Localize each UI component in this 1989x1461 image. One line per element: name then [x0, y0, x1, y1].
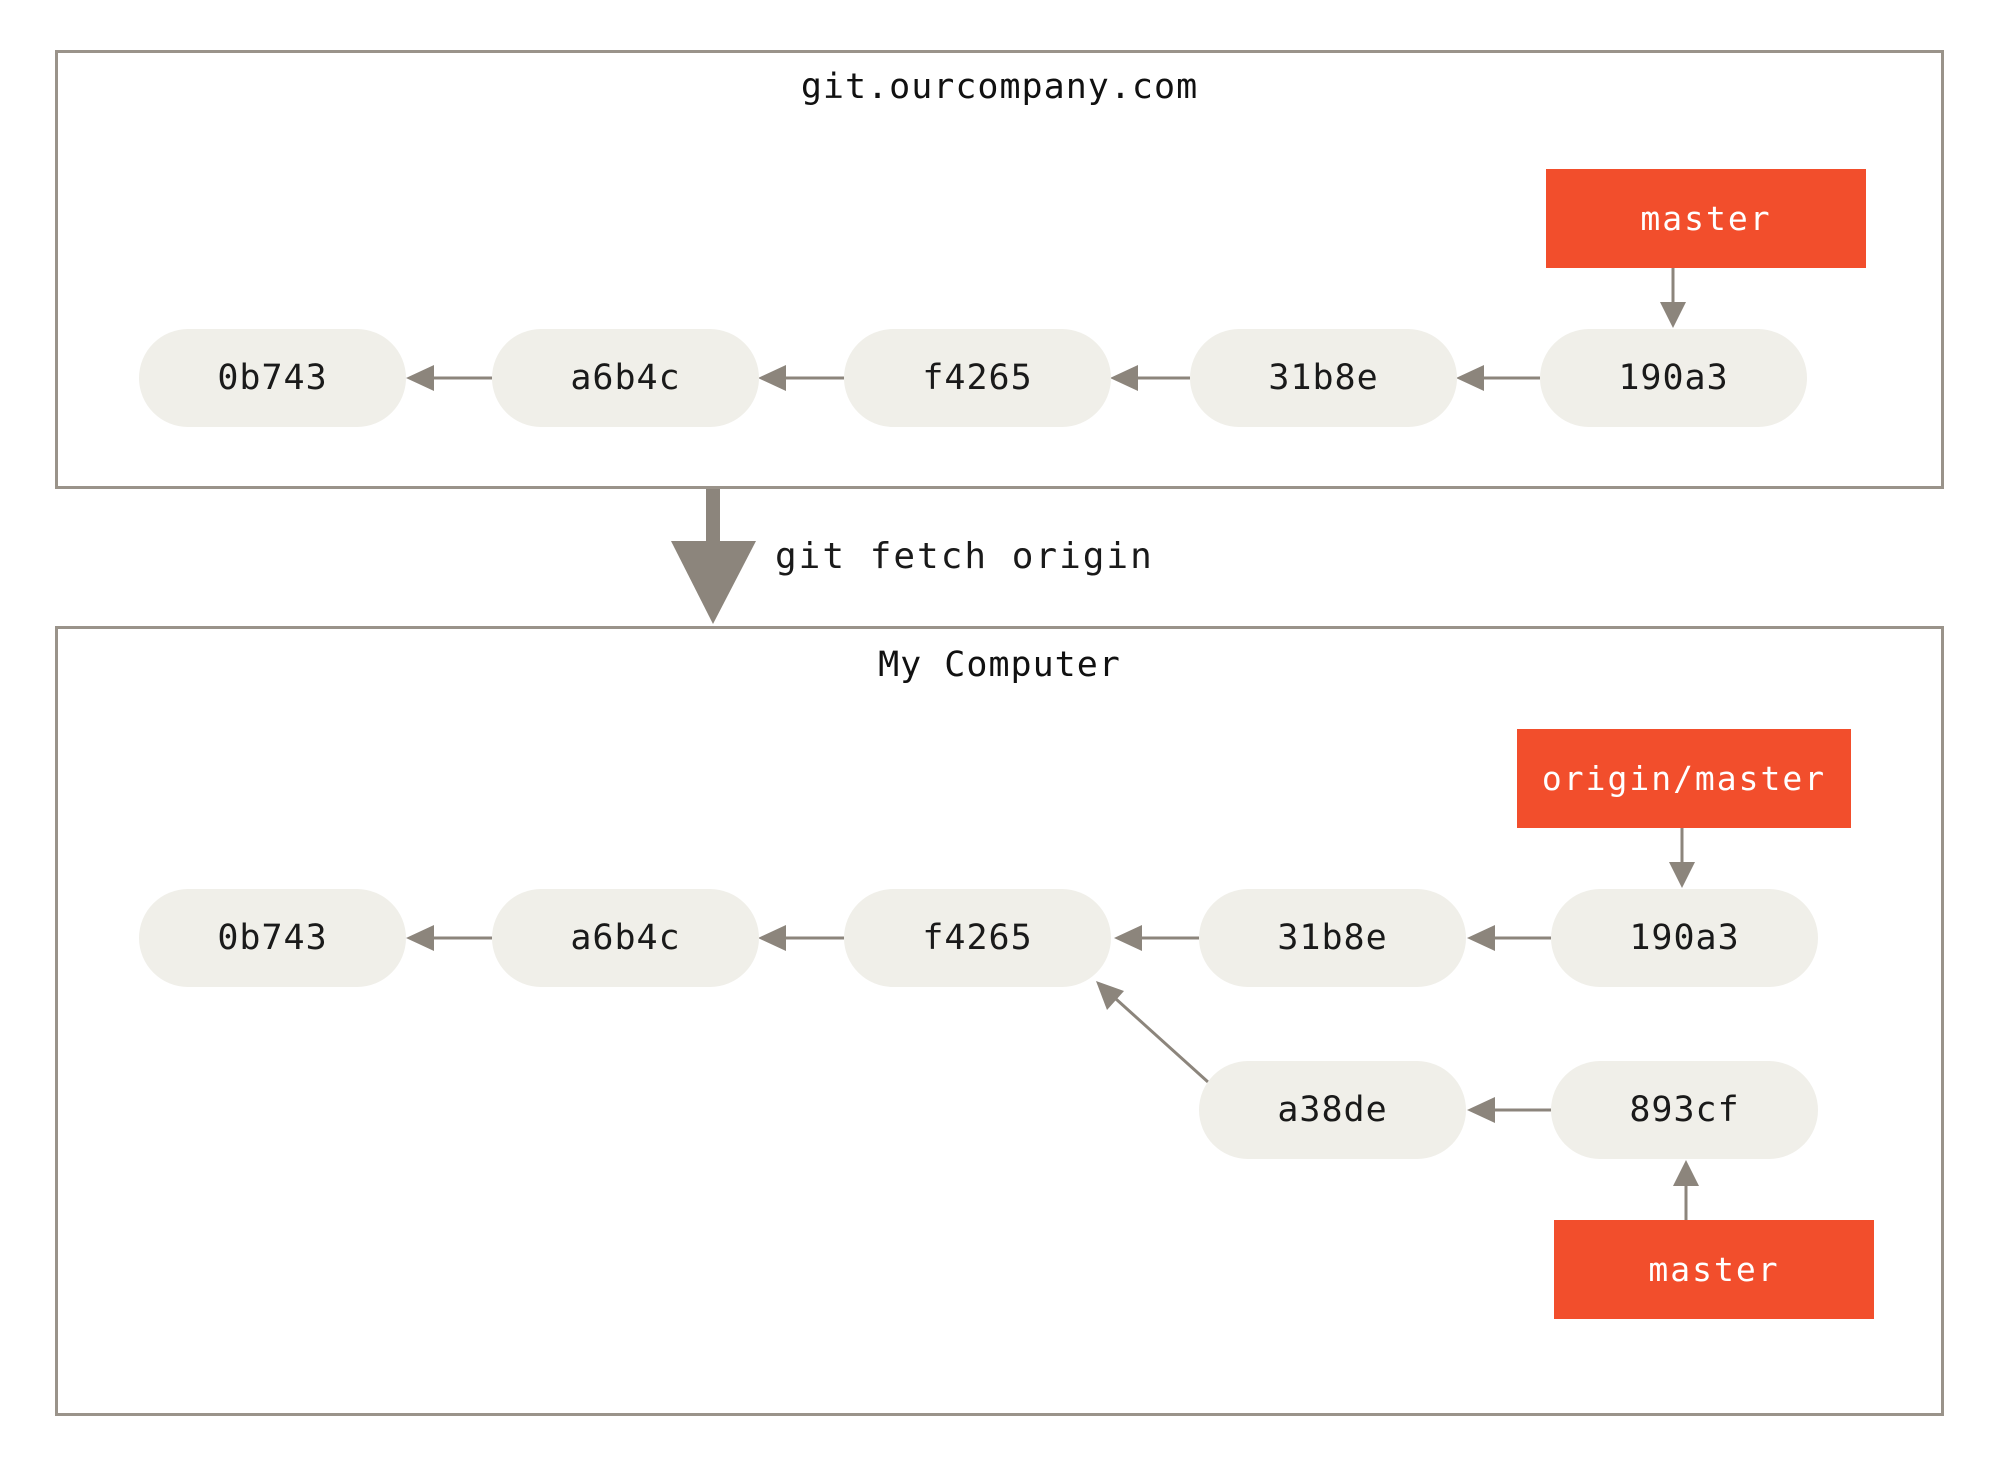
- arrowhead-origin-master: [1669, 862, 1695, 888]
- fetch-command-label: git fetch origin: [775, 536, 1154, 577]
- arrowhead-remote-master: [1660, 302, 1686, 328]
- local-commit-0b743: 0b743: [139, 889, 406, 987]
- remote-master-branch: master: [1546, 169, 1866, 268]
- local-master-branch: master: [1554, 1220, 1874, 1319]
- remote-commit-f4265: f4265: [844, 329, 1111, 427]
- arrowhead-local-master: [1673, 1160, 1699, 1186]
- arrowhead-local-f4265: [1114, 925, 1142, 951]
- arrowhead-remote-31b8e: [1456, 365, 1484, 391]
- fetch-arrow-shaft: [706, 489, 720, 543]
- arrowhead-remote-f4265: [1110, 365, 1138, 391]
- local-commit-893cf: 893cf: [1551, 1061, 1818, 1159]
- remote-repo-title: git.ourcompany.com: [800, 67, 1199, 107]
- local-repo-title: My Computer: [878, 645, 1121, 685]
- remote-commit-a6b4c: a6b4c: [492, 329, 759, 427]
- local-commit-31b8e: 31b8e: [1199, 889, 1466, 987]
- fetch-arrow-head: [671, 541, 756, 624]
- arrowhead-a38de: [1467, 1097, 1495, 1123]
- arrowhead-remote-a6b4c: [758, 365, 786, 391]
- local-commit-a6b4c: a6b4c: [492, 889, 759, 987]
- arrowhead-local-a6b4c: [758, 925, 786, 951]
- arrowhead-local-31b8e: [1467, 925, 1495, 951]
- origin-master-branch: origin/master: [1517, 729, 1851, 828]
- remote-commit-190a3: 190a3: [1540, 329, 1807, 427]
- arrowhead-remote-0b743: [406, 365, 434, 391]
- arrow-a38de-to-f4265: [1114, 997, 1210, 1084]
- remote-commit-0b743: 0b743: [139, 329, 406, 427]
- arrowhead-a38de-f4265: [1096, 981, 1124, 1010]
- local-commit-a38de: a38de: [1199, 1061, 1466, 1159]
- local-commit-f4265: f4265: [844, 889, 1111, 987]
- remote-commit-31b8e: 31b8e: [1190, 329, 1457, 427]
- arrowhead-local-0b743: [406, 925, 434, 951]
- local-commit-190a3: 190a3: [1551, 889, 1818, 987]
